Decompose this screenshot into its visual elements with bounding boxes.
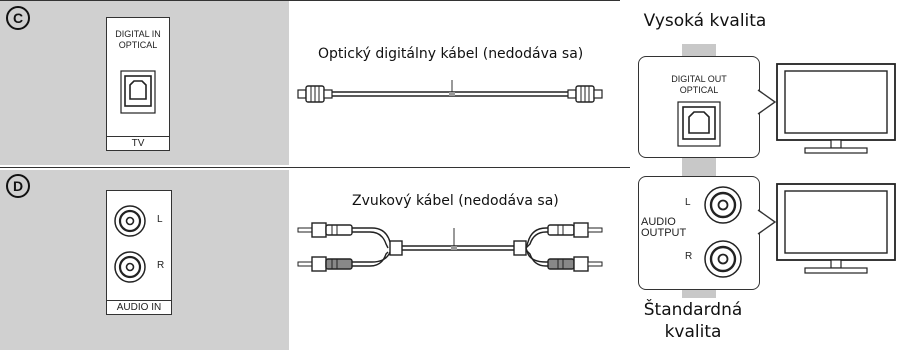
rca-jack-icons (114, 205, 146, 283)
standard-quality-label-1: Štandardná (643, 300, 743, 320)
audio-output-label-1: AUDIO (641, 216, 676, 228)
player-optical-label-2: OPTICAL (679, 85, 719, 95)
middle-rule (0, 167, 630, 168)
audio-in-label: AUDIO IN (107, 300, 171, 314)
player-rca-jack-icons (704, 186, 742, 278)
player-audio-output-box: AUDIO OUTPUT L R (638, 176, 760, 290)
player-optical-port-icon (677, 101, 721, 147)
player-optical-output-box: DIGITAL OUT OPTICAL (638, 56, 760, 158)
section-c-letter: C (6, 6, 30, 30)
tv-optical-label-1: DIGITAL IN (115, 29, 161, 39)
optical-cable (297, 80, 603, 103)
player-optical-label-1: DIGITAL OUT (671, 74, 727, 84)
player-channel-right: R (685, 251, 693, 262)
tv-channel-left: L (157, 214, 163, 225)
player-channel-left: L (685, 197, 691, 208)
section-d-letter: D (6, 174, 30, 198)
optical-cable-caption: Optický digitálny kábel (nedodáva sa) (318, 46, 584, 62)
top-rule (0, 0, 620, 1)
tv-optical-input-card: DIGITAL IN OPTICAL TV (106, 17, 170, 151)
optical-port-icon (120, 70, 156, 114)
tv-label: TV (107, 136, 169, 150)
tv-audio-input-card: L R AUDIO IN (106, 190, 172, 315)
tv-optical-label-2: OPTICAL (118, 40, 158, 50)
audio-cable (297, 222, 603, 272)
high-quality-label: Vysoká kvalita (643, 11, 767, 31)
tv-illustrations (757, 63, 896, 274)
audio-cable-caption: Zvukový kábel (nedodáva sa) (352, 193, 559, 209)
standard-quality-label-2: kvalita (664, 322, 722, 342)
audio-output-label-2: OUTPUT (641, 227, 687, 239)
tv-channel-right: R (157, 260, 165, 271)
